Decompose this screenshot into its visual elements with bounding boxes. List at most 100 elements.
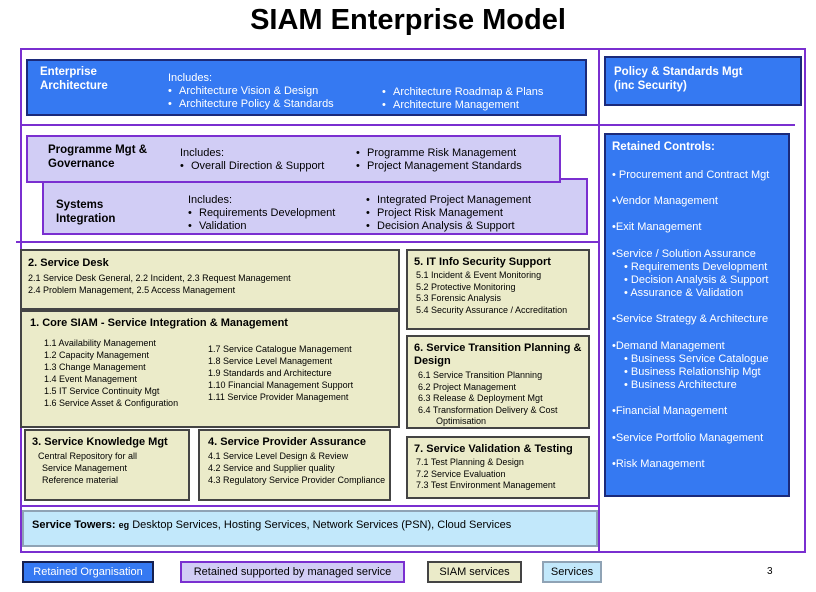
retained-controls-item: •Service / Solution Assurance bbox=[612, 248, 756, 260]
systems-integration-heading-2: Integration bbox=[56, 213, 116, 225]
list-item: Architecture Policy & Standards bbox=[168, 98, 334, 111]
list-item: 6.4 Transformation Delivery & Cost bbox=[418, 404, 558, 415]
list-item: Project Management Standards bbox=[356, 160, 522, 173]
service-desk-line: 2.1 Service Desk General, 2.2 Incident, … bbox=[28, 273, 291, 283]
list-item: Optimisation bbox=[436, 416, 487, 426]
service-transition-box: 6. Service Transition Planning & Design … bbox=[406, 335, 590, 429]
list-item: 5.4 Security Assurance / Accreditation bbox=[416, 304, 568, 315]
list-item: Central Repository for all bbox=[38, 451, 138, 461]
retained-controls-subitem: • Decision Analysis & Support bbox=[624, 274, 769, 286]
list-item: Service Management bbox=[42, 463, 128, 473]
frame-divider-bottom bbox=[20, 505, 600, 507]
knowledge-mgt-title: 3. Service Knowledge Mgt bbox=[32, 436, 168, 448]
list-item: 7.1 Test Planning & Design bbox=[416, 457, 524, 467]
retained-controls-subitem: • Business Architecture bbox=[624, 379, 737, 391]
policy-standards-heading-2: (inc Security) bbox=[614, 80, 687, 92]
list-item: 5.1 Incident & Event Monitoring bbox=[416, 270, 542, 280]
list-item: Integrated Project Management bbox=[366, 194, 531, 207]
enterprise-architecture-heading: Enterprise bbox=[40, 66, 97, 78]
slide-title: SIAM Enterprise Model bbox=[250, 4, 566, 36]
list-item: Programme Risk Management bbox=[356, 147, 522, 160]
list-item: 1.6 Service Asset & Configuration bbox=[44, 398, 179, 408]
list-item: 1.11 Service Provider Management bbox=[208, 392, 349, 402]
core-siam-list-right: 1.7 Service Catalogue Management 1.8 Ser… bbox=[208, 343, 353, 403]
knowledge-mgt-box: 3. Service Knowledge Mgt Central Reposit… bbox=[24, 429, 190, 501]
validation-testing-list: 7.1 Test Planning & Design 7.2 Service E… bbox=[416, 457, 555, 492]
legend-supported: Retained supported by managed service bbox=[180, 561, 405, 583]
retained-controls-subitem: • Business Service Catalogue bbox=[624, 353, 769, 365]
frame-divider-top bbox=[20, 124, 795, 126]
programme-governance-heading: Programme Mgt & bbox=[48, 144, 148, 156]
list-item: 5.3 Forensic Analysis bbox=[416, 293, 502, 303]
validation-testing-title: 7. Service Validation & Testing bbox=[414, 443, 573, 455]
list-item: 6.1 Service Transition Planning bbox=[418, 370, 543, 380]
programme-governance-heading-2: Governance bbox=[48, 158, 115, 170]
validation-testing-box: 7. Service Validation & Testing 7.1 Test… bbox=[406, 436, 590, 499]
service-towers-text: Service Towers: eg Desktop Services, Hos… bbox=[32, 519, 512, 531]
retained-controls-item: •Risk Management bbox=[612, 458, 705, 470]
enterprise-architecture-box: Enterprise Architecture Includes: Archit… bbox=[26, 59, 587, 116]
service-desk-box: 2. Service Desk 2.1 Service Desk General… bbox=[20, 249, 400, 310]
enterprise-architecture-includes: Includes: bbox=[168, 72, 213, 84]
legend-siam-label: SIAM services bbox=[439, 566, 510, 578]
legend-siam: SIAM services bbox=[427, 561, 522, 583]
list-item: Decision Analysis & Support bbox=[366, 220, 531, 233]
list-item: 5.2 Protective Monitoring bbox=[416, 281, 516, 292]
legend-services-label: Services bbox=[550, 566, 594, 578]
provider-assurance-list: 4.1 Service Level Design & Review 4.2 Se… bbox=[208, 450, 385, 486]
list-item: 4.3 Regulatory Service Provider Complian… bbox=[208, 475, 386, 485]
enterprise-architecture-heading-2: Architecture bbox=[40, 80, 108, 92]
list-item: Architecture Roadmap & Plans bbox=[382, 86, 543, 99]
list-item: 1.4 Event Management bbox=[44, 374, 138, 384]
enterprise-architecture-list-left: Architecture Vision & Design Architectur… bbox=[168, 85, 334, 111]
service-towers-list: Desktop Services, Hosting Services, Netw… bbox=[132, 519, 512, 531]
frame-divider-middle bbox=[16, 241, 600, 243]
systems-integration-list-left: Requirements Development Validation bbox=[188, 207, 335, 233]
legend-retained: Retained Organisation bbox=[22, 561, 154, 583]
list-item: 4.1 Service Level Design & Review bbox=[208, 451, 349, 461]
list-item: 4.2 Service and Supplier quality bbox=[208, 463, 335, 473]
service-desk-line: 2.4 Problem Management, 2.5 Access Manag… bbox=[28, 285, 236, 295]
programme-governance-list-left: Overall Direction & Support bbox=[180, 160, 324, 173]
list-item: 1.1 Availability Management bbox=[44, 338, 156, 348]
provider-assurance-title: 4. Service Provider Assurance bbox=[208, 436, 366, 448]
service-transition-title: 6. Service Transition Planning & bbox=[414, 342, 582, 354]
knowledge-mgt-lines: Central Repository for all Service Manag… bbox=[38, 450, 137, 486]
list-item: Architecture Management bbox=[382, 99, 543, 112]
retained-controls-item: •Service Portfolio Management bbox=[612, 432, 764, 444]
retained-controls-item: •Demand Management bbox=[612, 340, 725, 352]
service-towers-label: Service Towers bbox=[32, 519, 112, 531]
systems-integration-list-right: Integrated Project Management Project Ri… bbox=[366, 194, 531, 233]
retained-controls-title: Retained Controls: bbox=[612, 141, 715, 153]
retained-controls-item: •Financial Management bbox=[612, 405, 728, 417]
list-item: 7.3 Test Environment Management bbox=[416, 480, 556, 490]
service-transition-list: 6.1 Service Transition Planning 6.2 Proj… bbox=[418, 370, 558, 428]
policy-standards-box: Policy & Standards Mgt (inc Security) bbox=[604, 56, 802, 106]
retained-controls-box: Retained Controls: • Procurement and Con… bbox=[604, 133, 790, 497]
it-security-title: 5. IT Info Security Support bbox=[414, 256, 551, 268]
list-item: Overall Direction & Support bbox=[180, 160, 324, 173]
programme-governance-box: Programme Mgt & Governance Includes: Ove… bbox=[26, 135, 561, 183]
list-item: 7.2 Service Evaluation bbox=[416, 468, 506, 479]
list-item: Requirements Development bbox=[188, 207, 335, 220]
legend-services: Services bbox=[542, 561, 602, 583]
retained-controls-subitem: • Assurance & Validation bbox=[624, 287, 744, 299]
policy-standards-heading: Policy & Standards Mgt bbox=[614, 66, 743, 78]
list-item: 1.3 Change Management bbox=[44, 362, 146, 372]
service-desk-title: 2. Service Desk bbox=[28, 257, 109, 269]
retained-controls-item: •Service Strategy & Architecture bbox=[612, 313, 769, 325]
list-item: 6.3 Release & Deployment Mgt bbox=[418, 393, 543, 403]
frame-divider-vertical bbox=[598, 48, 600, 553]
retained-controls-item: • Procurement and Contract Mgt bbox=[612, 169, 770, 181]
service-transition-title-2: Design bbox=[414, 355, 451, 367]
retained-controls-item: •Exit Management bbox=[612, 221, 702, 233]
core-siam-title: 1. Core SIAM - Service Integration & Man… bbox=[30, 317, 288, 329]
page-number: 3 bbox=[767, 566, 773, 577]
list-item: Project Risk Management bbox=[366, 207, 531, 220]
systems-integration-box: Systems Integration Includes: Requiremen… bbox=[42, 178, 588, 235]
retained-controls-subitem: • Requirements Development bbox=[624, 261, 768, 273]
core-siam-list-left: 1.1 Availability Management 1.2 Capacity… bbox=[44, 337, 178, 409]
list-item: 1.10 Financial Management Support bbox=[208, 380, 354, 390]
list-item: 1.7 Service Catalogue Management bbox=[208, 344, 352, 354]
